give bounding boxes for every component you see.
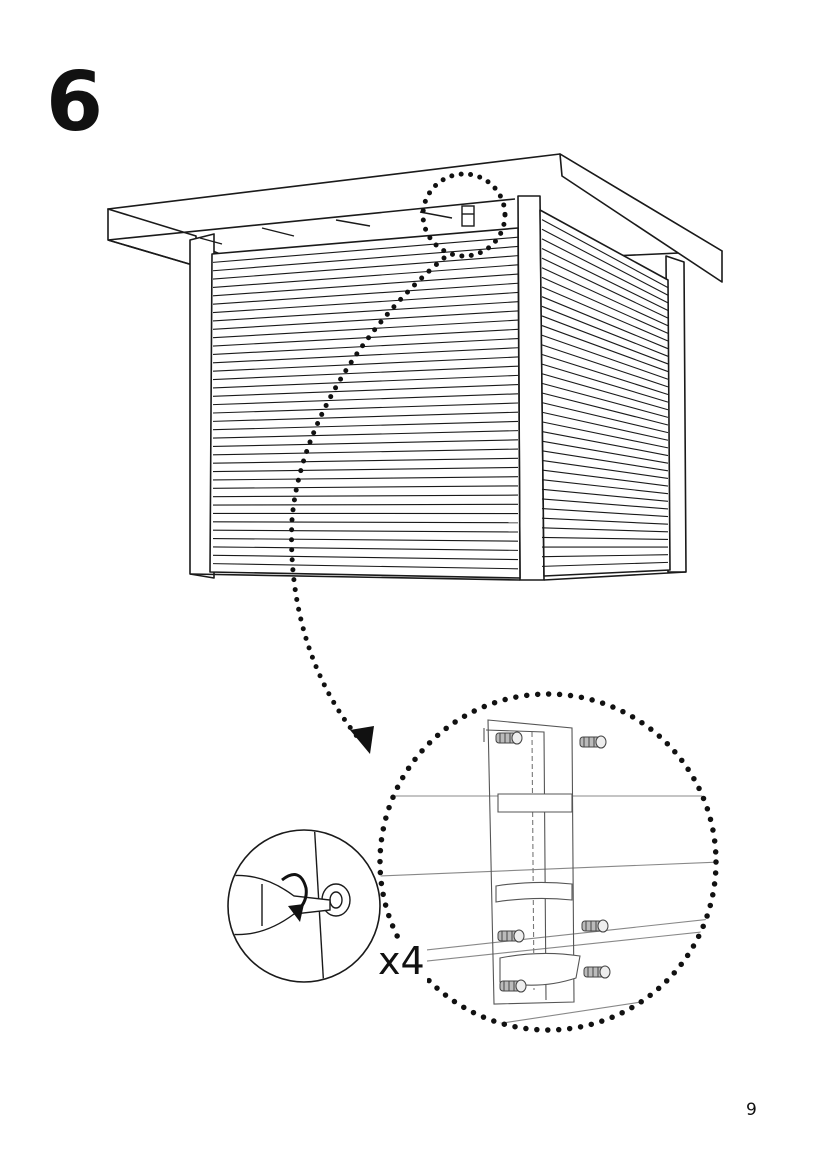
screw-icon — [583, 965, 611, 979]
side-slat — [541, 527, 669, 533]
side-slat — [541, 296, 669, 350]
front-slat — [212, 457, 519, 464]
bracket-small — [461, 205, 475, 227]
front-slat — [212, 337, 519, 355]
screw-icon — [579, 735, 607, 749]
front-slat — [212, 347, 519, 364]
screw-icon — [499, 979, 527, 993]
side-slat — [541, 536, 669, 541]
front-slat — [212, 255, 519, 280]
front-slat — [212, 282, 519, 305]
front-slat — [212, 554, 519, 561]
side-slat — [541, 219, 669, 289]
side-slat — [541, 517, 669, 525]
screw-icon — [495, 731, 523, 745]
front-slat — [212, 328, 519, 347]
side-slat — [541, 353, 669, 395]
side-slat — [541, 248, 669, 312]
side-slat — [541, 459, 669, 479]
quantity-label: x4 — [376, 939, 427, 983]
screwdriver-handle-icon — [229, 874, 331, 936]
front-slat — [212, 411, 519, 422]
roof-side-edge — [559, 153, 723, 283]
front-slat — [212, 494, 519, 498]
connector-path — [289, 255, 447, 743]
side-slat — [541, 498, 669, 510]
front-slat — [212, 310, 519, 330]
connector-arrowhead — [350, 726, 374, 754]
front-slat — [212, 529, 519, 533]
side-slat — [541, 430, 669, 457]
highlight-circle — [420, 171, 508, 259]
front-slat — [212, 264, 519, 289]
front-slat — [212, 291, 519, 314]
side-slat — [541, 334, 669, 380]
side-slat — [541, 421, 669, 449]
side-slat — [541, 392, 669, 426]
side-slat — [541, 257, 669, 319]
front-slat — [212, 546, 519, 551]
side-slat — [541, 450, 669, 472]
screw-icon — [497, 929, 525, 943]
front-slat — [212, 420, 519, 431]
detail-circle — [377, 691, 719, 1033]
front-slat — [212, 356, 519, 372]
side-slat — [541, 411, 669, 441]
front-slat — [212, 448, 519, 456]
screwdriver-inset — [227, 829, 381, 983]
front-slat — [212, 301, 519, 322]
cabinet-drawing — [107, 153, 723, 581]
front-slat — [212, 485, 519, 489]
front-slat — [212, 393, 519, 406]
side-slat — [541, 276, 669, 334]
side-slat — [541, 554, 669, 558]
side-slat — [541, 479, 669, 495]
front-slat — [212, 365, 519, 381]
side-slat — [541, 440, 669, 464]
front-slat — [212, 476, 519, 481]
side-slat — [541, 363, 669, 403]
side-slat — [541, 315, 669, 365]
front-slat — [212, 236, 519, 263]
front-slat — [212, 245, 519, 272]
side-slat — [541, 508, 669, 518]
front-slat — [212, 521, 519, 524]
front-slat — [212, 503, 519, 506]
side-slat — [541, 305, 669, 357]
front-slat — [212, 537, 519, 542]
side-slat — [541, 286, 669, 342]
side-slat — [541, 238, 669, 304]
front-slat — [212, 439, 519, 448]
side-panel — [539, 209, 671, 577]
front-slat — [212, 466, 519, 473]
side-slat — [541, 561, 669, 567]
page-number: 9 — [746, 1100, 757, 1120]
side-slat — [541, 373, 669, 411]
screw-icon — [581, 919, 609, 933]
front-slat — [212, 402, 519, 414]
front-slat — [212, 273, 519, 297]
side-slat — [541, 382, 669, 418]
front-slat — [212, 563, 519, 570]
side-slat — [541, 402, 669, 434]
front-slat — [212, 319, 519, 339]
side-slat — [541, 469, 669, 487]
side-slat — [541, 228, 669, 296]
front-slat — [212, 430, 519, 439]
front-slat — [212, 374, 519, 389]
front-slat — [212, 384, 519, 397]
side-slat — [541, 267, 669, 327]
step-number: 6 — [46, 55, 103, 150]
side-slat — [541, 488, 669, 502]
side-slat — [541, 325, 669, 373]
post-front-left — [189, 233, 215, 579]
side-slat — [541, 344, 669, 388]
